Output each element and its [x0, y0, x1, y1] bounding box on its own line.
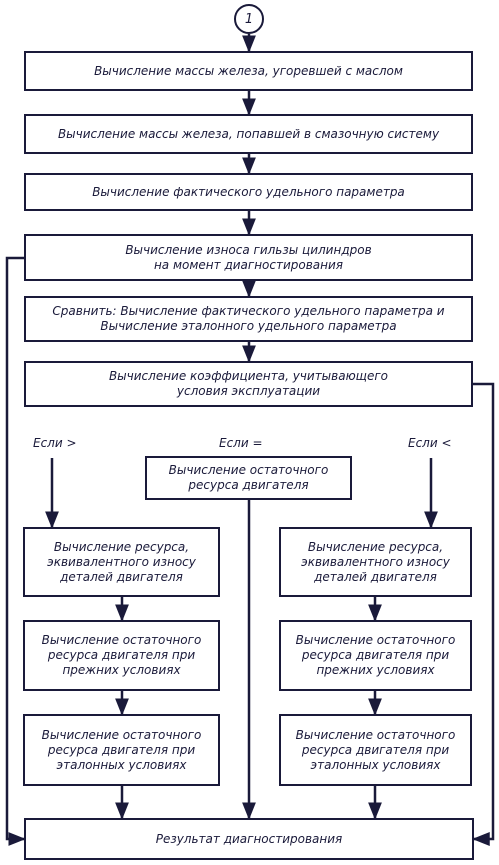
start-connector: 1: [234, 4, 264, 34]
arrow-left-bypass: [5, 256, 26, 846]
condition-equal-label: Если =: [219, 436, 263, 450]
step-compare: Сравнить: Вычисление фактического удельн…: [24, 296, 473, 342]
step-result: Результат диагностирования: [24, 818, 474, 860]
left-step-equivalent-resource: Вычисление ресурса, эквивалентного износ…: [23, 527, 220, 597]
step-actual-param: Вычисление фактического удельного параме…: [24, 173, 473, 211]
right-step-residual-ref: Вычисление остаточного ресурса двигателя…: [279, 714, 472, 786]
left-step-residual-ref: Вычисление остаточного ресурса двигателя…: [23, 714, 220, 786]
right-step-equivalent-resource: Вычисление ресурса, эквивалентного износ…: [279, 527, 472, 597]
step-liner-wear: Вычисление износа гильзы цилиндров на мо…: [24, 234, 473, 281]
step-mass-burnt: Вычисление массы железа, угоревшей с мас…: [24, 51, 473, 91]
arrow-right-bypass: [472, 382, 495, 846]
left-step-residual-prev: Вычисление остаточного ресурса двигателя…: [23, 620, 220, 691]
step-residual-center: Вычисление остаточного ресурса двигателя: [145, 456, 352, 500]
step-mass-lube: Вычисление массы железа, попавшей в смаз…: [24, 114, 473, 154]
condition-greater-label: Если >: [33, 436, 77, 450]
right-step-residual-prev: Вычисление остаточного ресурса двигателя…: [279, 620, 472, 691]
condition-less-label: Если <: [408, 436, 452, 450]
step-coefficient: Вычисление коэффициента, учитывающего ус…: [24, 361, 473, 407]
